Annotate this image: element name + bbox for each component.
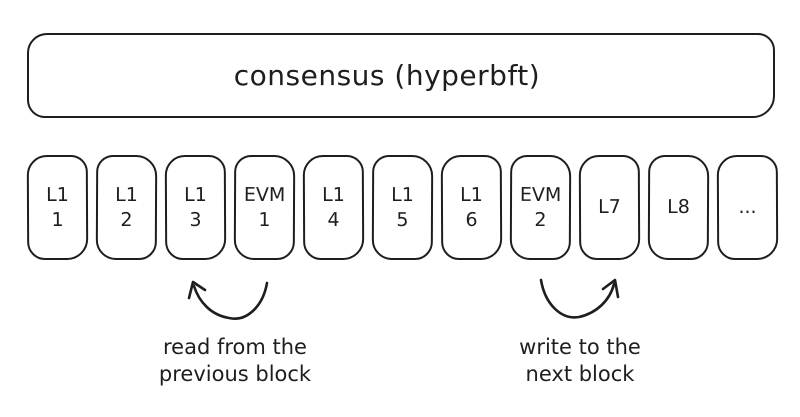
block-l1-3: L1 3 [164,154,227,261]
block-label: ... [738,195,757,219]
block-l1-6: L1 6 [440,154,503,261]
block-number: 1 [258,208,271,231]
write-caption: write to the next block [470,334,690,388]
block-l1-2: L1 2 [95,154,158,261]
block-label: L1 [322,183,345,206]
write-arrow-icon [539,278,620,319]
block-row: L1 1 L1 2 L1 3 EVM 1 L1 4 L1 5 L1 6 EVM [26,154,779,261]
read-caption-line2: previous block [158,362,312,386]
block-ellipsis: ... [716,154,779,261]
block-number: 1 [51,208,64,231]
write-caption-line1: write to the [519,335,641,359]
block-number: 5 [396,208,409,231]
block-label: EVM [243,183,286,206]
block-label: L1 [46,183,69,206]
block-number: 4 [327,208,340,231]
block-evm-1: EVM 1 [233,154,296,261]
block-evm-2: EVM 2 [509,154,572,261]
block-label: L1 [184,183,207,206]
block-l8: L8 [647,154,710,261]
block-number: 2 [534,208,547,231]
write-caption-line2: next block [525,362,635,386]
block-label: EVM [519,183,562,206]
block-label: L7 [598,195,621,219]
consensus-box: consensus (hyperbft) [27,33,775,118]
block-label: L8 [667,195,690,219]
consensus-title: consensus (hyperbft) [233,59,541,92]
block-l7: L7 [578,154,641,261]
block-label: L1 [460,183,483,206]
read-caption: read from the previous block [125,334,345,388]
read-caption-line1: read from the [163,335,307,359]
block-label: L1 [391,183,414,206]
block-l1-4: L1 4 [302,154,365,261]
block-label: L1 [115,183,138,206]
block-number: 2 [120,208,133,231]
block-number: 6 [465,208,478,231]
block-number: 3 [189,208,202,231]
block-l1-5: L1 5 [371,154,434,261]
block-l1-1: L1 1 [26,154,89,261]
read-arrow-icon [187,280,269,320]
